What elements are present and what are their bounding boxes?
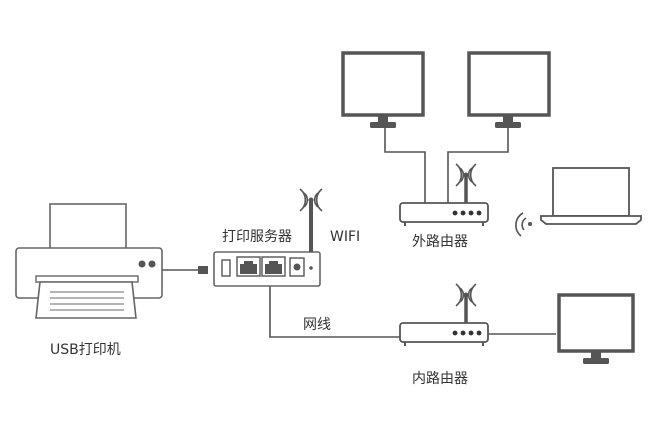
laptop-wireless-signal-icon	[515, 212, 532, 237]
server-wifi-signal-icon	[299, 188, 323, 212]
inner-router-label: 内路由器	[412, 371, 468, 387]
monitor-icon	[341, 51, 425, 128]
printer-icon	[15, 203, 163, 319]
connection-lines	[162, 128, 556, 338]
monitor-icon	[467, 51, 551, 128]
cable-label: 网线	[303, 317, 331, 333]
wifi-label: WIFI	[330, 229, 361, 245]
laptop-icon	[540, 167, 642, 225]
print-server-icon	[213, 197, 321, 287]
usb-plug	[198, 266, 208, 274]
inner-router-wifi-signal-icon	[455, 283, 477, 307]
outer-router-to-monitor-right-line	[447, 128, 509, 203]
network-cable-to-inner-router	[269, 276, 400, 338]
monitor-icon	[557, 293, 635, 364]
print-server-label: 打印服务器	[222, 229, 292, 245]
inner-router-icon	[399, 292, 489, 346]
outer-router-icon	[399, 172, 489, 226]
outer-router-to-monitor-left-line	[384, 128, 426, 203]
printer-label: USB打印机	[50, 342, 121, 358]
outer-router-label: 外路由器	[412, 234, 468, 250]
outer-router-wifi-signal-icon	[455, 163, 477, 187]
